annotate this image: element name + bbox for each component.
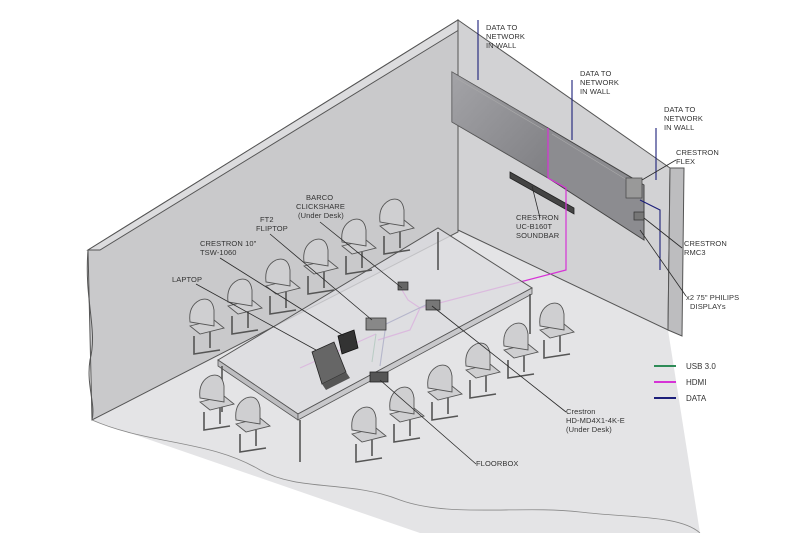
svg-text:FLEX: FLEX: [676, 157, 695, 166]
chair: [503, 322, 539, 379]
right-wall-edge: [667, 167, 685, 337]
svg-text:FLIPTOP: FLIPTOP: [256, 224, 288, 233]
barco-device: [397, 281, 409, 291]
label-barco: BARCO CLICKSHARE (Under Desk): [296, 193, 403, 289]
chair: [465, 342, 501, 399]
svg-text:SOUNDBAR: SOUNDBAR: [516, 231, 560, 240]
label-data-network-2: DATA TO NETWORK IN WALL: [580, 69, 619, 96]
svg-text:CLICKSHARE: CLICKSHARE: [296, 202, 345, 211]
chair: [235, 396, 271, 453]
svg-text:DISPLAYs: DISPLAYs: [690, 302, 726, 311]
chair: [227, 278, 263, 335]
svg-text:BARCO: BARCO: [306, 193, 333, 202]
crestron-rmc3-device: [633, 211, 645, 221]
floorbox-device: [369, 371, 389, 383]
chair: [303, 238, 339, 295]
label-ft2: FT2 FLIPTOP: [256, 215, 373, 321]
chair: [341, 218, 377, 275]
label-laptop: LAPTOP: [172, 275, 317, 351]
chairs-group: [189, 198, 575, 463]
left-wall-cut: [86, 249, 94, 421]
svg-text:HD-MD4X1-4K-E: HD-MD4X1-4K-E: [566, 416, 625, 425]
svg-text:NETWORK: NETWORK: [486, 32, 525, 41]
svg-text:(Under Desk): (Under Desk): [298, 211, 344, 220]
label-data-network-1: DATA TO NETWORK IN WALL: [486, 23, 525, 50]
fliptop-device: [365, 317, 387, 331]
svg-text:FT2: FT2: [260, 215, 274, 224]
label-data-network-3: DATA TO NETWORK IN WALL: [664, 105, 703, 132]
svg-text:CRESTRON: CRESTRON: [676, 148, 719, 157]
chair: [265, 258, 301, 315]
tsw-panel-device: [337, 329, 359, 355]
label-philips-displays: x2 75" PHILIPS DISPLAYs: [639, 229, 739, 311]
hdmd-device: [425, 299, 441, 311]
legend: USB 3.0 HDMI DATA: [654, 362, 716, 403]
svg-text:CRESTRON: CRESTRON: [516, 213, 559, 222]
svg-text:NETWORK: NETWORK: [580, 78, 619, 87]
chair: [351, 406, 387, 463]
svg-text:RMC3: RMC3: [684, 248, 706, 257]
svg-text:DATA TO: DATA TO: [580, 69, 611, 78]
svg-text:CRESTRON 10": CRESTRON 10": [200, 239, 257, 248]
label-crestron-rmc3: CRESTRON RMC3: [643, 217, 727, 257]
svg-text:NETWORK: NETWORK: [664, 114, 703, 123]
chair: [379, 198, 415, 255]
svg-text:IN WALL: IN WALL: [486, 41, 516, 50]
label-soundbar: CRESTRON UC-B160T SOUNDBAR: [516, 185, 560, 240]
chair: [189, 298, 225, 355]
legend-data-label: DATA: [686, 394, 707, 403]
svg-text:(Under Desk): (Under Desk): [566, 425, 612, 434]
svg-text:DATA TO: DATA TO: [664, 105, 695, 114]
floor-cut: [91, 419, 701, 533]
svg-text:x2 75" PHILIPS: x2 75" PHILIPS: [686, 293, 739, 302]
label-hdmd: Crestron HD-MD4X1-4K-E (Under Desk): [431, 305, 625, 434]
svg-text:IN WALL: IN WALL: [664, 123, 694, 132]
label-crestron-flex: CRESTRON FLEX: [641, 148, 719, 181]
legend-usb-label: USB 3.0: [686, 362, 716, 371]
svg-text:IN WALL: IN WALL: [580, 87, 610, 96]
crestron-flex-device: [625, 177, 643, 199]
label-tsw: CRESTRON 10" TSW-1060: [200, 239, 345, 337]
table-devices: [311, 281, 441, 390]
label-floorbox: FLOORBOX: [379, 379, 518, 468]
legend-hdmi-label: HDMI: [686, 378, 706, 387]
chair: [427, 364, 463, 421]
svg-text:DATA TO: DATA TO: [486, 23, 517, 32]
chair: [539, 302, 575, 359]
svg-text:CRESTRON: CRESTRON: [684, 239, 727, 248]
svg-text:FLOORBOX: FLOORBOX: [476, 459, 518, 468]
svg-text:TSW-1060: TSW-1060: [200, 248, 237, 257]
chair: [199, 374, 235, 431]
svg-text:Crestron: Crestron: [566, 407, 596, 416]
soundbar: [509, 171, 575, 215]
svg-text:LAPTOP: LAPTOP: [172, 275, 202, 284]
svg-text:UC-B160T: UC-B160T: [516, 222, 553, 231]
